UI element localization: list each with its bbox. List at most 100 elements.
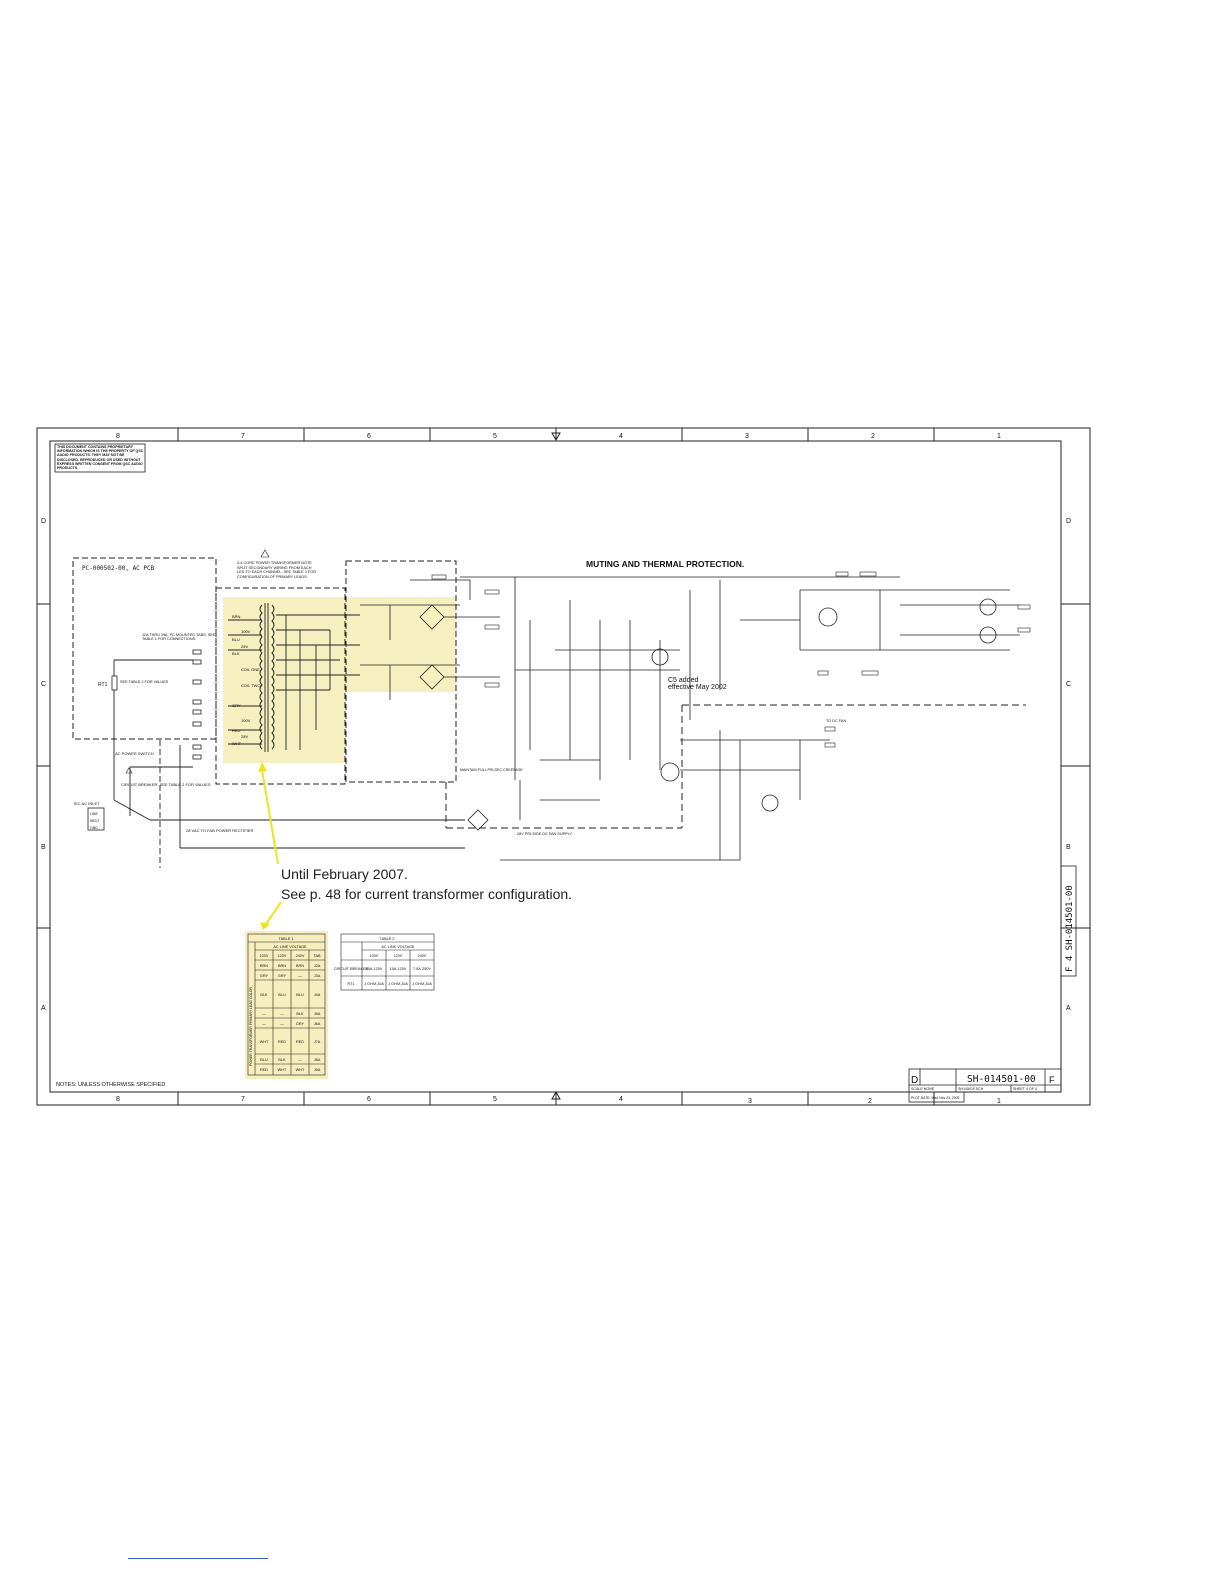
table1-header: 240V (296, 954, 305, 958)
title-sheet: SHEET 4 OF 4 (1013, 1087, 1037, 1091)
table1-cell: J9A (314, 1068, 321, 1072)
table1-cell: RED (296, 1040, 304, 1044)
col-label-bottom: 2 (868, 1098, 872, 1105)
table1-grid (247, 933, 326, 1076)
table1-cell: J4A (314, 993, 321, 997)
col-label-bottom: 4 (619, 1096, 623, 1103)
title-dwg-no: SH-014501-00 (967, 1074, 1036, 1085)
footnote-rule (128, 1558, 268, 1559)
row-label-right: C (1066, 681, 1071, 688)
table1-cell: RED (260, 1068, 268, 1072)
table1-cell: BLK (278, 1058, 286, 1062)
rectifier-highlight (346, 597, 456, 692)
table1-header: 120V (278, 954, 287, 958)
connector-tags (431, 571, 1031, 748)
zone-dividers (37, 428, 1090, 1105)
wire-label: RED (232, 728, 241, 733)
table1-side-label: POWER TRANSFORMER PRIMARY LEAD COLOR (249, 987, 253, 1066)
table2-header: 240V (418, 954, 427, 958)
transformer-boundary (215, 587, 346, 785)
table1-cell: WHT (278, 1068, 287, 1072)
breaker-label: CIRCUIT BREAKER, SEE TABLE 2 FOR VALUES (121, 782, 211, 787)
row-label-right: D (1066, 518, 1071, 525)
annotation-arrowhead-down (260, 922, 270, 930)
table2-cell: 1 OHM 20A (388, 982, 408, 986)
annotation-arrow-up (261, 769, 279, 865)
col-label-top: 3 (745, 433, 749, 440)
table1-cell: — (262, 1022, 266, 1026)
row-label-right: B (1066, 844, 1071, 851)
title-scale: SCALE NONE (911, 1087, 935, 1091)
table1-cell: J2A (314, 964, 321, 968)
title-cad: SH14501F.SCH (958, 1087, 984, 1091)
wire-label: WHT (232, 741, 242, 746)
ac-pcb-boundary (72, 557, 217, 740)
wire-label: 28V (241, 644, 248, 649)
outer-frame (36, 427, 1091, 1106)
table1-cell: GRY (278, 974, 287, 978)
wire-label: BLU (232, 637, 240, 642)
title-size: D (911, 1075, 918, 1086)
table1-highlight (245, 931, 328, 1079)
row-label-left: D (41, 518, 46, 525)
col-label-bottom: 1 (997, 1098, 1001, 1105)
jumper-note-wrap: J2A THRU J9A, PC MOUNTED TABS, SEE TABLE… (142, 633, 215, 641)
tab-pins (192, 649, 202, 760)
to-dc-fan-label: TO DC FAN (826, 719, 846, 723)
table1-cell: — (262, 1012, 266, 1016)
table1-cell: WHT (260, 1040, 269, 1044)
col-label-bottom: 8 (116, 1096, 120, 1103)
fan-rectifier-label: 28 VAC TO FAN POWER RECTIFIER (186, 828, 253, 833)
side-title-label: F 4 SH-014501-00 (1065, 885, 1075, 972)
table1-cell: BLK (260, 993, 268, 997)
col-label-bottom: 6 (367, 1096, 371, 1103)
table1-cell: J3A (314, 974, 321, 978)
transformer-note: 2-4 CORE POWER TRANSFORMER NOTE SPLIT SE… (237, 561, 317, 579)
muting-circuit (460, 576, 1020, 861)
wire-label: COIL ONE (241, 667, 260, 672)
table2-cell: 15A-125V (390, 967, 407, 971)
transformer-highlight (223, 597, 345, 763)
table2-cell: 7.5A-250V (413, 967, 431, 971)
row-label-left: A (41, 1005, 46, 1012)
table1-cell: — (298, 974, 302, 978)
annotation-line-2: See p. 48 for current transformer config… (281, 886, 573, 902)
table2-header: 100V (370, 954, 379, 958)
proprietary-notice: THIS DOCUMENT CONTAINS PROPRIETARY INFOR… (57, 445, 144, 471)
inlet-pin-neut: NEUT (90, 819, 100, 823)
center-mark-bottom (551, 1090, 561, 1100)
ac-pcb-label: PC-000502-00, AC PCB (82, 565, 155, 572)
notice-text-wrap: THIS DOCUMENT CONTAINS PROPRIETARY INFOR… (57, 445, 144, 471)
table1-text: TABLE 1 AC LINE VOLTAGE 100V 120V 240V T… (260, 937, 321, 1072)
table2-cell: RT1 (347, 982, 354, 986)
table2-cell: CIRCUIT BREAKER (334, 967, 369, 971)
c5-note-line2: effective May 2002 (668, 684, 727, 691)
col-label-top: 4 (619, 433, 623, 440)
table2-header: 120V (394, 954, 403, 958)
annotation-line-1: Until February 2007. (281, 866, 408, 882)
wire-label: COIL TWO (241, 683, 261, 688)
inlet-label: IEC AC INLET (74, 801, 100, 806)
wire-label: 100V (241, 718, 251, 723)
side-title-box (1060, 865, 1077, 977)
table1-subtitle: AC LINE VOLTAGE (273, 945, 307, 949)
table1-cell: BLU (296, 993, 304, 997)
col-label-top: 5 (493, 433, 497, 440)
col-label-bottom: 3 (748, 1098, 752, 1105)
creepage-note: MAINTAIN FULL PRI-SEC CREEPAGE (460, 768, 523, 772)
iec-inlet (87, 807, 105, 831)
title-plot: PLOT DATE: Wed Nov 23, 2005 (911, 1096, 960, 1100)
inlet-pin-line: LINE (90, 812, 98, 816)
col-label-top: 1 (997, 433, 1001, 440)
title-block (908, 1068, 1062, 1103)
table2-grid (340, 933, 435, 991)
col-label-top: 6 (367, 433, 371, 440)
table1-cell: BLU (260, 1058, 268, 1062)
table1-cell: J8A (314, 1058, 321, 1062)
col-label-top: 8 (116, 433, 120, 440)
switch-label: AC POWER SWITCH (115, 751, 154, 756)
rt1-note: SEE TABLE 2 FOR VALUES (120, 680, 169, 684)
table1-header: 100V (260, 954, 269, 958)
table2-cell: 15A-125V (366, 967, 383, 971)
